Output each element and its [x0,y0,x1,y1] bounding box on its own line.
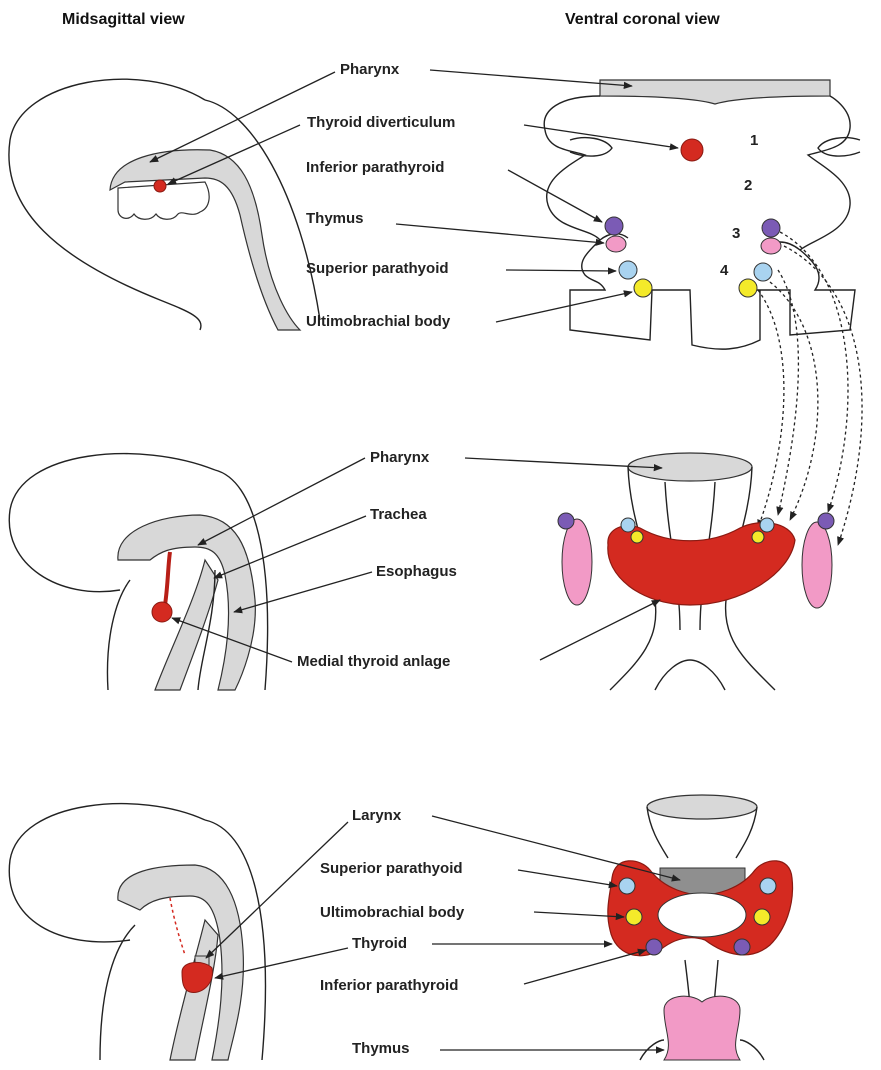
label-inferior-parathyroid-3: Inferior parathyroid [320,977,458,994]
inferior-parathyroid-right-3 [734,939,750,955]
thyroid-diverticulum-dot [154,180,166,192]
thymus-left [606,236,626,252]
pouch-number-3: 3 [732,225,740,242]
panel1-midsagittal [9,79,320,330]
label-superior-parathyroid-3: Superior parathyoid [320,860,463,877]
thymus-left-2 [562,519,592,605]
label-thyroid-diverticulum: Thyroid diverticulum [307,114,455,131]
superior-parathyroid-right-2 [760,518,774,532]
pharynx-roof-1 [600,80,830,104]
pharynx-wall-1 [110,150,300,330]
pouch-number-1: 1 [750,132,758,149]
thyroid-diverticulum-coronal [681,139,703,161]
superior-parathyroid-right-3 [760,878,776,894]
inferior-parathyroid-right-2 [818,513,834,529]
label-pharynx-2: Pharynx [370,449,430,466]
label-larynx: Larynx [352,807,402,824]
superior-parathyroid-left-3 [619,878,635,894]
pouch-number-2: 2 [744,177,752,194]
ultimobranchial-left-2 [631,531,643,543]
trachea-lumen-3 [658,893,746,937]
label-pharynx-1: Pharynx [340,61,400,78]
panel3-midsagittal [9,804,265,1060]
label-ultimobranchial-3: Ultimobrachial body [320,904,465,921]
label-trachea: Trachea [370,506,427,523]
panel2-coronal [558,453,834,690]
panel3-arrows [206,816,680,1050]
label-ultimobranchial-1: Ultimobrachial body [306,313,451,330]
inferior-parathyroid-right [762,219,780,237]
thyroglossal-duct-2 [165,552,170,605]
panel3-coronal [608,795,793,1060]
thyroglossal-duct-remnant [170,898,185,955]
label-inferior-parathyroid-1: Inferior parathyroid [306,159,444,176]
ultimobranchial-right-2 [752,531,764,543]
inferior-parathyroid-left-2 [558,513,574,529]
label-thyroid: Thyroid [352,935,407,952]
label-esophagus: Esophagus [376,563,457,580]
pharynx-top-3 [647,795,757,819]
label-thymus-3: Thymus [352,1040,410,1057]
ultimobranchial-right [739,279,757,297]
label-medial-thyroid-anlage: Medial thyroid anlage [297,653,450,670]
superior-parathyroid-right [754,263,772,281]
ultimobranchial-right-3 [754,909,770,925]
label-thymus-1: Thymus [306,210,364,227]
ultimobranchial-left-3 [626,909,642,925]
thymus-right-2 [802,522,832,608]
inferior-parathyroid-left-3 [646,939,662,955]
superior-parathyroid-left-2 [621,518,635,532]
pouch-number-4: 4 [720,262,729,279]
header-midsagittal: Midsagittal view [62,11,185,28]
trachea-2 [155,560,218,690]
header-ventral-coronal: Ventral coronal view [565,11,720,28]
inferior-parathyroid-left [605,217,623,235]
ultimobranchial-left [634,279,652,297]
thymus-coronal-3 [664,996,740,1060]
panel1-coronal: 1 2 3 4 [544,80,860,349]
label-superior-parathyroid-1: Superior parathyoid [306,260,449,277]
superior-parathyroid-left [619,261,637,279]
medial-thyroid-anlage-dot [152,602,172,622]
thymus-right [761,238,781,254]
